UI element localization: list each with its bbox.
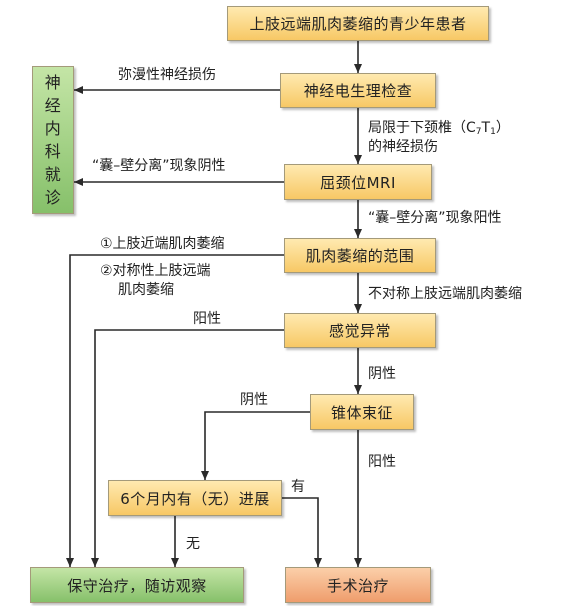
neuro-exam-label: 神经电生理检查: [303, 82, 413, 100]
sensory-label: 感觉异常: [328, 322, 391, 340]
label-sub1: 1: [490, 127, 496, 137]
start-node-label: 上肢远端肌肉萎缩的青少年患者: [249, 15, 467, 33]
progress-label: 6个月内有（无）进展: [120, 489, 270, 508]
neurology-char: 经: [44, 96, 62, 115]
label-sac-negative: “囊–壁分离”现象阴性: [92, 158, 226, 174]
label-diffuse: 弥漫性神经损伤: [118, 67, 216, 83]
conservative-node: 保守治疗，随访观察: [30, 567, 244, 603]
arrow-range-to-conservative-1: [66, 254, 284, 567]
arrow-pyramidal-to-progress: [201, 411, 310, 480]
pyramidal-label: 锥体束征: [330, 403, 393, 422]
conservative-label: 保守治疗，随访观察: [67, 576, 207, 595]
label-localized-suffix: ）: [495, 120, 510, 136]
label-localized-line2: 的神经损伤: [368, 139, 438, 155]
label-progress-yes: 有: [291, 479, 305, 495]
sensory-node: 感觉异常: [284, 313, 436, 348]
neurology-char: 内: [44, 119, 62, 138]
flex-mri-label: 屈颈位MRI: [320, 173, 396, 192]
label-t: T: [481, 120, 491, 136]
start-node: 上肢远端肌肉萎缩的青少年患者: [227, 6, 489, 41]
label-proximal: ①上肢近端肌肉萎缩: [100, 236, 225, 252]
neuro-exam-node: 神经电生理检查: [280, 73, 436, 108]
neurology-char: 就: [44, 165, 62, 184]
pyramidal-node: 锥体束征: [310, 394, 414, 430]
atrophy-range-label: 肌肉萎缩的范围: [305, 247, 415, 265]
neurology-node: 神 经 内 科 就 诊: [32, 66, 74, 214]
label-localized: 局限于下颈椎（C7T1）: [368, 119, 510, 141]
neurology-char: 诊: [44, 188, 62, 207]
progress-node: 6个月内有（无）进展: [108, 480, 282, 516]
surgery-node: 手术治疗: [285, 567, 431, 603]
neurology-char: 神: [44, 73, 62, 92]
label-sensory-positive: 阳性: [193, 311, 221, 327]
neurology-char: 科: [44, 142, 62, 161]
label-pyramidal-positive: 阳性: [368, 454, 396, 470]
label-pyramidal-negative: 阴性: [240, 392, 268, 408]
label-asymmetric: 不对称上肢远端肌肉萎缩: [368, 286, 522, 302]
arrow-progress-to-surgery: [282, 497, 322, 567]
flex-mri-node: 屈颈位MRI: [284, 164, 432, 200]
label-symmetric-1: ②对称性上肢远端: [100, 263, 211, 279]
label-sub7: 7: [475, 127, 482, 137]
label-sensory-negative: 阴性: [368, 366, 396, 382]
label-sac-positive: “囊–壁分离”现象阳性: [368, 210, 502, 226]
label-progress-no: 无: [186, 536, 200, 552]
atrophy-range-node: 肌肉萎缩的范围: [284, 238, 436, 273]
label-localized-prefix: 局限于下颈椎（C: [368, 120, 476, 136]
surgery-label: 手术治疗: [326, 576, 389, 595]
arrow-sensory-to-conservative: [91, 329, 284, 567]
label-symmetric-2: 肌肉萎缩: [118, 282, 174, 298]
